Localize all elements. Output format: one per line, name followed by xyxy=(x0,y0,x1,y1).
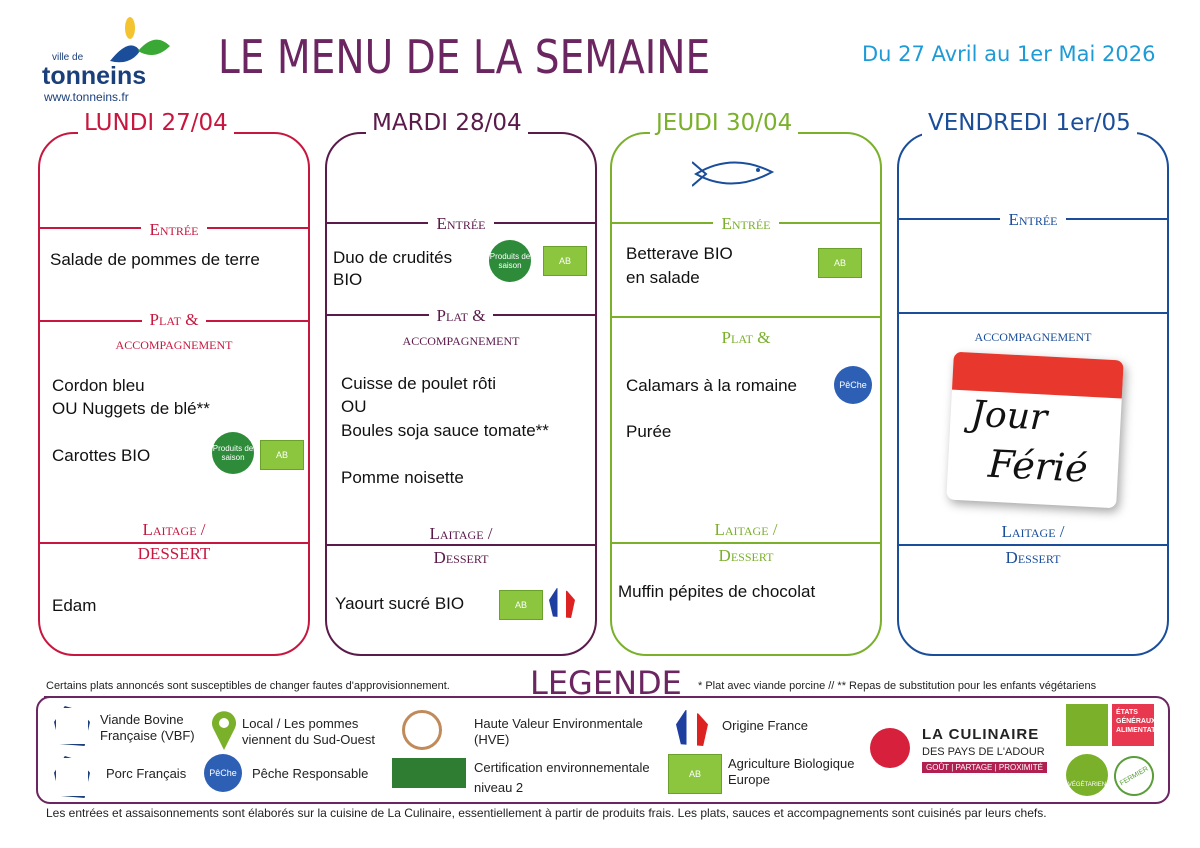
culinaire-tagline: GOÛT | PARTAGE | PROXIMITÉ xyxy=(922,762,1047,773)
section-plat: Plat & xyxy=(141,310,207,329)
culinaire-logo-icon xyxy=(870,728,910,768)
season-icon: Produits de saison xyxy=(489,240,531,282)
day-title-vendredi: VENDREDI 1er/05 xyxy=(922,110,1137,136)
menu-item: en salade xyxy=(626,268,700,287)
bio-europe-icon: AB xyxy=(668,754,722,794)
egalim-icon: ÉTATS GÉNÉRAUX ALIMENTATION xyxy=(1112,704,1168,746)
logo-icon xyxy=(100,16,172,66)
section-laitage: Laitage / xyxy=(134,520,214,539)
legend-label: Local / Les pommes viennent du Sud-Ouest xyxy=(242,716,375,747)
day-title-lundi: LUNDI 27/04 xyxy=(78,110,234,136)
footer-note: Les entrées et assaisonnements sont élab… xyxy=(46,806,1047,820)
section-entree: Entrée xyxy=(713,214,779,233)
section-dessert: Dessert xyxy=(1005,548,1061,567)
day-card-lundi: Entrée Plat & accompagnement Laitage / D… xyxy=(38,132,310,656)
logo-prefix: ville de xyxy=(52,52,84,63)
menu-item: Muffin pépites de chocolat xyxy=(618,582,816,601)
fish-icon xyxy=(692,161,775,187)
menu-item: Duo de crudités xyxy=(333,248,453,267)
menu-item: Cuisse de poulet rôti xyxy=(341,374,496,393)
legend-label: Haute Valeur Environmentale (HVE) xyxy=(474,716,643,747)
menu-item: Betterave BIO xyxy=(626,244,733,263)
section-accomp: accompagnement xyxy=(974,326,1092,345)
logo-name: tonneins xyxy=(42,62,147,90)
bio-icon: AB xyxy=(543,246,587,276)
section-accomp: accompagnement xyxy=(402,330,520,349)
section-plat: Plat & xyxy=(721,328,771,347)
section-laitage: Laitage / xyxy=(706,520,786,539)
menu-item: Edam xyxy=(52,596,97,615)
fermier-icon: FERMIER xyxy=(1106,748,1162,804)
legend-label: Viande Bovine Française (VBF) xyxy=(100,712,195,743)
legend-label: Origine France xyxy=(722,718,808,733)
menu-item: OU xyxy=(341,397,367,416)
holiday-text-2: Férié xyxy=(987,441,1089,491)
section-entree: Entrée xyxy=(428,214,494,233)
section-entree: Entrée xyxy=(141,220,207,239)
peche-responsable-icon: PêChe xyxy=(204,754,242,792)
logo-url: www.tonneins.fr xyxy=(44,90,129,104)
legend-box: Viande Bovine Française (VBF) Porc Franç… xyxy=(36,696,1170,804)
bio-icon: AB xyxy=(818,248,862,278)
menu-item: Cordon bleu xyxy=(52,376,145,395)
legend-label: Agriculture Biologique Europe xyxy=(728,756,855,787)
symbols-note: * Plat avec viande porcine // ** Repas d… xyxy=(698,680,1097,692)
menu-item: Purée xyxy=(626,422,672,441)
week-dates: Du 27 Avril au 1er Mai 2026 xyxy=(862,42,1156,66)
porc-francais-icon xyxy=(54,756,90,798)
day-card-mardi: Entrée Plat & accompagnement Laitage / D… xyxy=(325,132,597,656)
section-accomp: accompagnement xyxy=(115,334,233,353)
menu-item: Calamars à la romaine xyxy=(626,376,798,395)
vegetarien-icon: VÉGÉTARIEN xyxy=(1066,754,1108,796)
culinaire-name: LA CULINAIRE xyxy=(922,726,1040,743)
day-title-jeudi: JEUDI 30/04 xyxy=(650,110,799,136)
bio-icon: AB xyxy=(260,440,304,470)
hve-icon xyxy=(402,710,442,750)
day-title-mardi: MARDI 28/04 xyxy=(366,110,528,136)
origine-france-icon xyxy=(549,588,575,618)
egalim-green-icon xyxy=(1066,704,1108,746)
menu-item: Pomme noisette xyxy=(341,468,464,487)
menu-item: BIO xyxy=(333,270,363,289)
section-dessert: Dessert xyxy=(718,546,774,565)
menu-item: Salade de pommes de terre xyxy=(50,250,260,269)
menu-item: OU Nuggets de blé** xyxy=(52,399,210,418)
section-entree: Entrée xyxy=(1000,210,1066,229)
season-icon: Produits de saison xyxy=(212,432,254,474)
section-plat: Plat & xyxy=(428,306,494,325)
menu-item: Boules soja sauce tomate** xyxy=(341,421,549,440)
menu-item: Carottes BIO xyxy=(52,446,151,465)
peche-responsable-icon: PêChe xyxy=(834,366,872,404)
culinaire-sub: DES PAYS DE L'ADOUR xyxy=(922,746,1045,758)
origine-france-icon xyxy=(676,710,708,746)
day-card-jeudi: Entrée Plat & Laitage / Dessert Betterav… xyxy=(610,132,882,656)
menu-item: Yaourt sucré BIO xyxy=(335,594,465,613)
legend-label: Pêche Responsable xyxy=(252,766,369,781)
legend-title: LEGENDE xyxy=(530,664,682,702)
holiday-text-1: Jour xyxy=(969,393,1049,439)
section-dessert: DESSERT xyxy=(129,544,219,563)
section-laitage: Laitage / xyxy=(993,522,1073,541)
calendar-holiday-icon: Jour Férié xyxy=(946,351,1124,509)
page-title: LE MENU DE LA SEMAINE xyxy=(218,30,711,84)
bio-icon: AB xyxy=(499,590,543,620)
supply-note: Certains plats annoncés sont susceptible… xyxy=(46,680,450,692)
location-pin-icon xyxy=(212,711,236,750)
vbf-icon xyxy=(54,706,90,746)
legend-label: Porc Français xyxy=(106,766,187,781)
section-laitage: Laitage / xyxy=(421,524,501,543)
section-dessert: Dessert xyxy=(433,548,489,567)
legend-label: Certification environnementale niveau 2 xyxy=(474,760,650,795)
certification-n2-icon xyxy=(392,758,466,788)
